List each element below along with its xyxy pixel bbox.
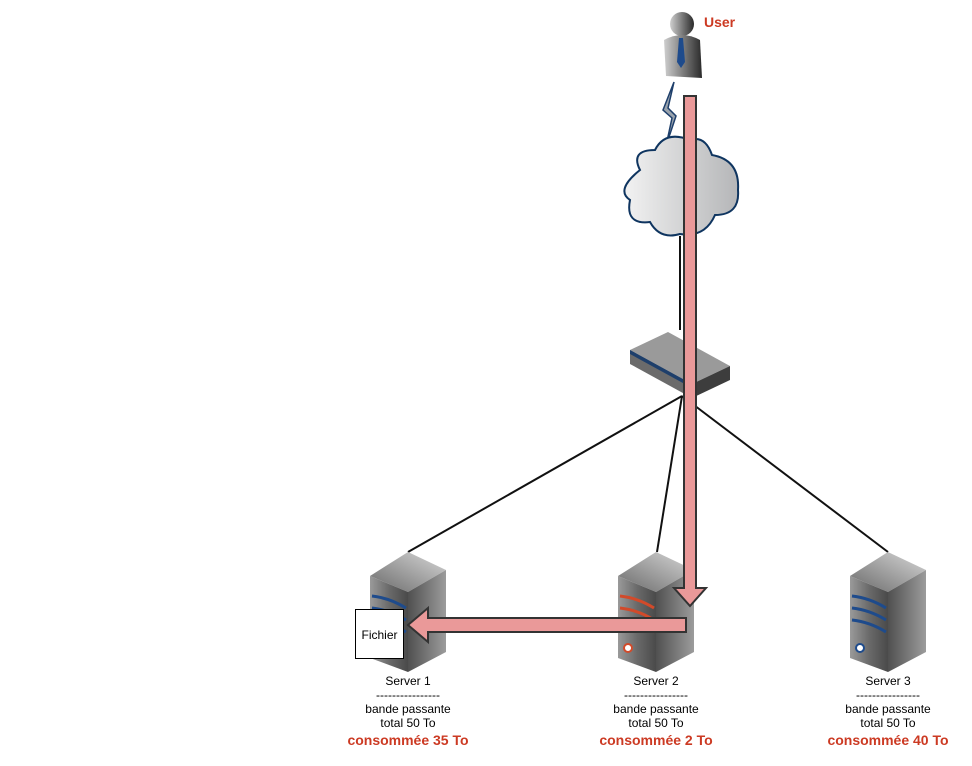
bandwidth-label: bande passante	[365, 702, 451, 716]
bandwidth-total: total 50 To	[380, 716, 436, 730]
network-links	[407, 236, 889, 553]
separator: ----------------	[624, 688, 688, 702]
link-switch-server3	[681, 395, 889, 553]
server-name: Server 3	[865, 674, 911, 688]
flow-arrow-down	[671, 95, 709, 608]
cloud-icon	[623, 135, 740, 237]
user-label: User	[704, 14, 736, 30]
network-switch-icon	[630, 332, 730, 398]
bandwidth-total: total 50 To	[860, 716, 916, 730]
link-switch-server2	[656, 395, 683, 553]
separator: ----------------	[376, 688, 440, 702]
link-switch-server1	[407, 395, 683, 553]
flow-arrow-left	[406, 605, 687, 645]
separator: ----------------	[856, 688, 920, 702]
server-3-icon[interactable]	[850, 552, 926, 672]
file-box[interactable]: Fichier	[355, 609, 404, 659]
server-2-icon[interactable]	[618, 552, 694, 672]
bandwidth-consumed: consommée 40 To	[827, 732, 949, 748]
bandwidth-consumed: consommée 35 To	[347, 732, 469, 748]
user-icon	[664, 12, 702, 78]
server-name: Server 1	[385, 674, 431, 688]
server-name: Server 2	[633, 674, 679, 688]
bandwidth-total: total 50 To	[628, 716, 684, 730]
bandwidth-label: bande passante	[845, 702, 931, 716]
servers	[370, 552, 926, 672]
bandwidth-label: bande passante	[613, 702, 699, 716]
bandwidth-consumed: consommée 2 To	[599, 732, 713, 748]
